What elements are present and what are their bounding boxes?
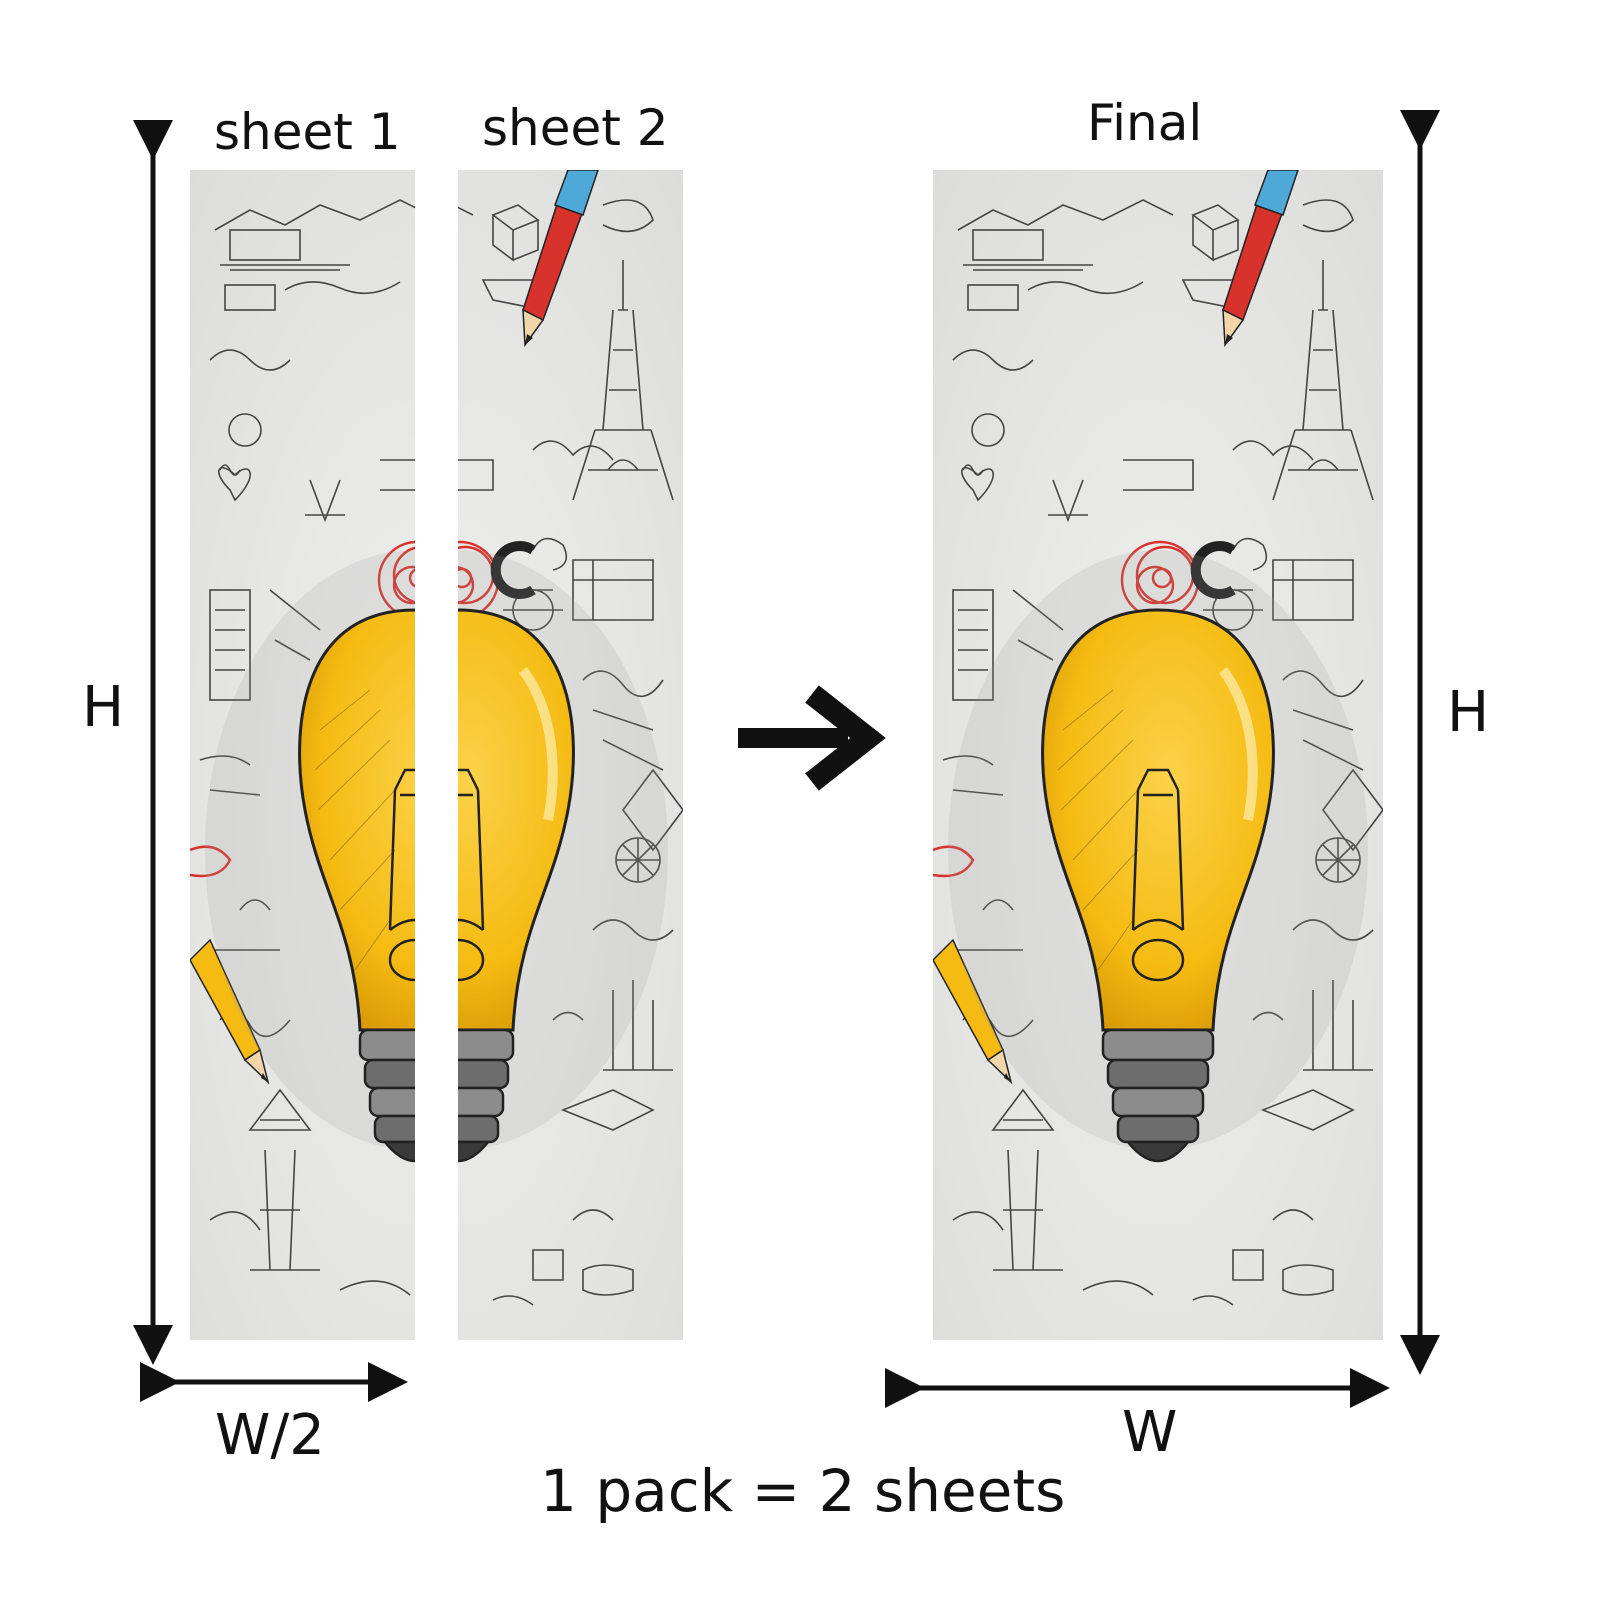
sheet-2-title: sheet 2 (482, 99, 669, 157)
height-label-right: H (1447, 680, 1490, 745)
half-width-label: W/2 (215, 1403, 325, 1468)
final-title: Final (1087, 94, 1203, 152)
full-width-label: W (1122, 1400, 1178, 1465)
right-arrow-icon (738, 685, 886, 791)
height-label-left: H (82, 675, 125, 740)
sheet-1-title: sheet 1 (214, 103, 401, 161)
pack-note: 1 pack = 2 sheets (540, 1457, 1066, 1525)
